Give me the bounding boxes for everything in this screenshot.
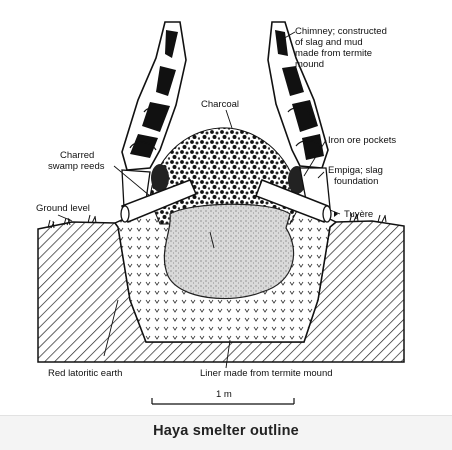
label-chimney: Chimney; constructed of slag and mud mad… <box>295 26 390 70</box>
scale-bar <box>151 398 295 405</box>
tuyere-arrow <box>334 211 338 217</box>
left-chimney <box>121 21 187 171</box>
right-chimney <box>267 21 329 169</box>
label-iron-ore-pockets: Iron ore pockets <box>328 135 396 146</box>
label-charcoal: Charcoal <box>201 99 239 110</box>
figure-caption: Haya smelter outline <box>153 423 299 439</box>
slag-pool <box>163 203 295 300</box>
label-liner: Liner made from termite mound <box>200 368 333 379</box>
tuyere-left <box>120 179 197 223</box>
label-tuyere: Tuyère <box>344 209 373 220</box>
label-empiga: Empiga; slag foundation <box>328 165 386 187</box>
caption-band <box>0 415 452 450</box>
label-ground-level: Ground level <box>36 203 90 214</box>
label-charred-reeds: Charred swamp reeds <box>48 150 105 172</box>
scale-bar-label: 1 m <box>216 389 232 400</box>
tuyere-right <box>255 179 332 224</box>
label-red-earth: Red latoritic earth <box>48 368 122 379</box>
smelter-diagram: Chimney; constructed of slag and mud mad… <box>36 21 405 405</box>
iron-ore-pocket-left <box>151 164 169 192</box>
leader-lines <box>57 31 341 369</box>
